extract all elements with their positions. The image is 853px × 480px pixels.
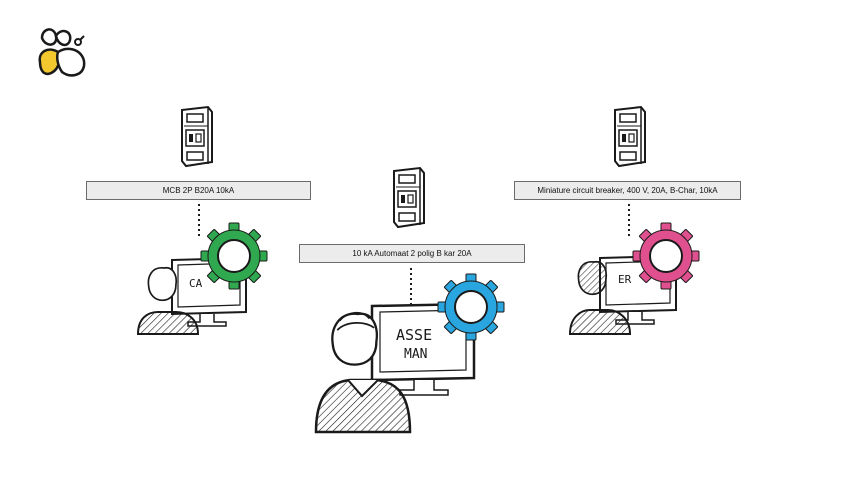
bee-logo-icon	[38, 28, 86, 77]
circuit-breaker-icon	[614, 106, 646, 167]
breaker-label-middle: 10 kA Automaat 2 polig B kar 20A	[299, 244, 525, 263]
screen-text-right: ER	[618, 273, 632, 286]
screen-text-middle-2: MAN	[404, 347, 427, 362]
gear-icon	[632, 222, 700, 290]
circuit-breaker-icon	[181, 106, 213, 167]
circuit-breaker-icon	[393, 167, 425, 228]
breaker-label-right: Miniature circuit breaker, 400 V, 20A, B…	[514, 181, 741, 200]
gear-icon	[437, 273, 505, 341]
person-at-computer-icon: ASSE MAN	[314, 302, 476, 434]
breaker-label-left: MCB 2P B20A 10kA	[86, 181, 311, 200]
screen-text-middle-1: ASSE	[396, 326, 432, 344]
screen-text-left: CA	[189, 277, 203, 290]
gear-icon	[200, 222, 268, 290]
